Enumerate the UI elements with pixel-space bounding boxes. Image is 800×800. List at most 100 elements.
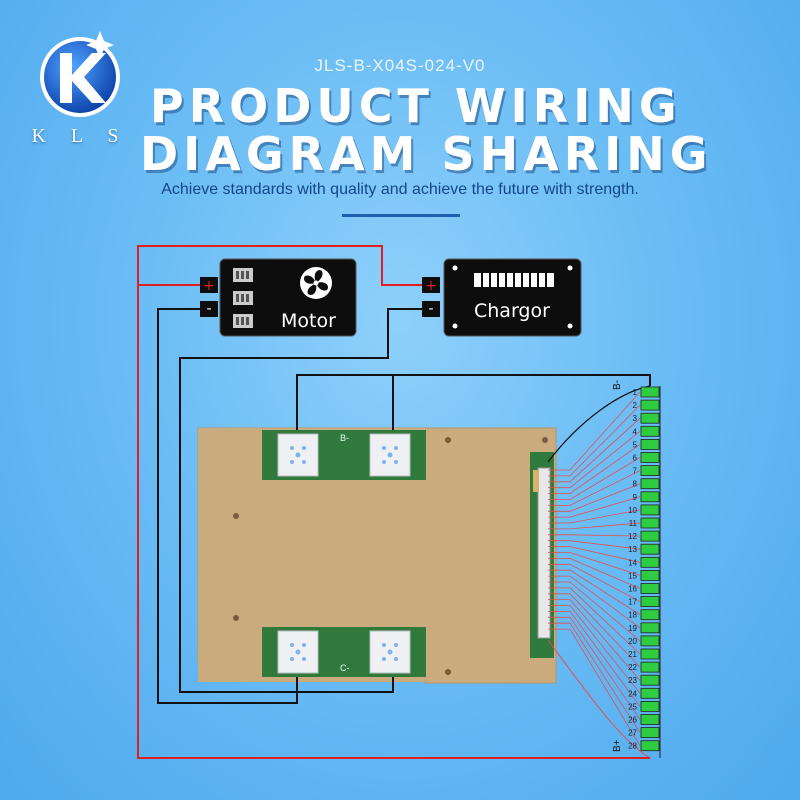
fan-icon [300,267,332,299]
b-minus-label: B- [612,380,623,390]
cell-number: 20 [628,637,637,646]
battery-cell [640,714,660,725]
cell-number: 14 [628,558,637,567]
title-line-1: PRODUCT WIRING [150,79,682,133]
battery-cell [640,596,660,607]
motor-module: + - [200,258,357,337]
battery-cell [640,386,660,398]
cell-number: 24 [628,689,637,698]
sense-wire [548,496,641,518]
battery-cell [640,504,660,516]
motor-minus-sign: - [206,301,211,317]
sense-wire [548,628,641,746]
cell-number: 21 [628,650,637,659]
positive-wires [137,245,650,759]
battery-cell [640,622,660,634]
cell-number: 9 [633,493,638,502]
battery-cells: 1234567891011121314151617181920212223242… [628,386,661,758]
battery-cell [640,452,660,463]
battery-cell [640,543,660,555]
sense-wire [548,575,641,629]
battery-cell [640,661,660,673]
battery-cell [640,635,660,647]
motor-plus-sign: + [203,278,215,294]
battery-cell [640,491,660,503]
cell-number: 28 [628,742,637,751]
battery-cell [640,687,660,699]
pad-bottom-label: C- [340,663,350,673]
b-plus-sense-wire [547,639,651,759]
mount-hole [233,615,239,621]
sense-wire [548,622,641,733]
cell-number: 12 [628,532,637,541]
battery-cell [640,740,660,752]
sense-wire [548,546,641,563]
battery-cell [640,399,660,411]
battery-cell [640,648,660,660]
mount-hole [542,437,548,443]
cell-number: 6 [633,454,638,463]
battery-cell [640,517,660,529]
kls-logo-icon [40,31,120,117]
cell-number: 27 [628,729,637,738]
battery-cell [640,478,660,490]
cell-number: 13 [628,545,637,554]
cell-number: 5 [633,440,638,449]
mount-hole [233,513,239,519]
mount-hole [445,669,451,675]
motor-label: Motor [281,310,336,332]
sense-wire [548,540,641,550]
battery-cell [640,438,660,450]
sense-wire [548,404,641,477]
battery-cell [640,609,660,621]
model-number: JLS-B-X04S-024-V0 [314,56,486,75]
battery-cell [640,530,660,542]
cell-number: 7 [633,467,638,476]
sense-wire [548,470,641,506]
subtitle: Achieve standards with quality and achie… [161,181,639,198]
sense-wire [548,569,641,616]
sense-wire [548,558,641,589]
brand-logo: K L S [30,25,130,150]
b-plus-label: B+ [612,739,623,752]
battery-cell [640,727,660,738]
b-minus-sense-wire [547,385,651,463]
mount-hole [445,437,451,443]
sense-wires [547,385,651,759]
negative-wires [157,308,651,704]
charger-minus-sign: - [428,301,433,317]
cell-number: 10 [628,506,637,515]
battery-cell [640,465,660,477]
sense-wire [548,581,641,642]
sense-wire [548,616,641,720]
pad-top-label: B- [340,433,349,443]
sense-wire [548,483,641,512]
cell-number: 4 [633,427,638,436]
cell-number: 16 [628,585,637,594]
battery-cell [640,701,660,712]
charger-label: Chargor [474,300,550,322]
battery-cell [640,674,660,686]
cell-number: 3 [633,414,638,423]
charger-plus-sign: + [425,278,437,294]
cell-number: 22 [628,663,637,672]
cell-number: 25 [628,702,637,711]
sense-wire [548,509,641,524]
cell-number: 17 [628,598,637,607]
battery-cell [640,570,660,581]
sense-wire [548,593,641,668]
sense-wire [548,522,641,530]
sense-wire [548,563,641,602]
cell-number: 15 [628,571,637,580]
title-underline [342,214,460,217]
sense-wire [548,534,641,537]
balance-connector [530,452,554,658]
battery-cell [640,425,660,437]
cell-number: 2 [633,401,638,410]
battery-cell [640,556,660,568]
sense-wire [548,457,641,500]
cell-number: 26 [628,716,637,725]
sense-wire [548,417,641,483]
sense-wire [548,605,641,694]
